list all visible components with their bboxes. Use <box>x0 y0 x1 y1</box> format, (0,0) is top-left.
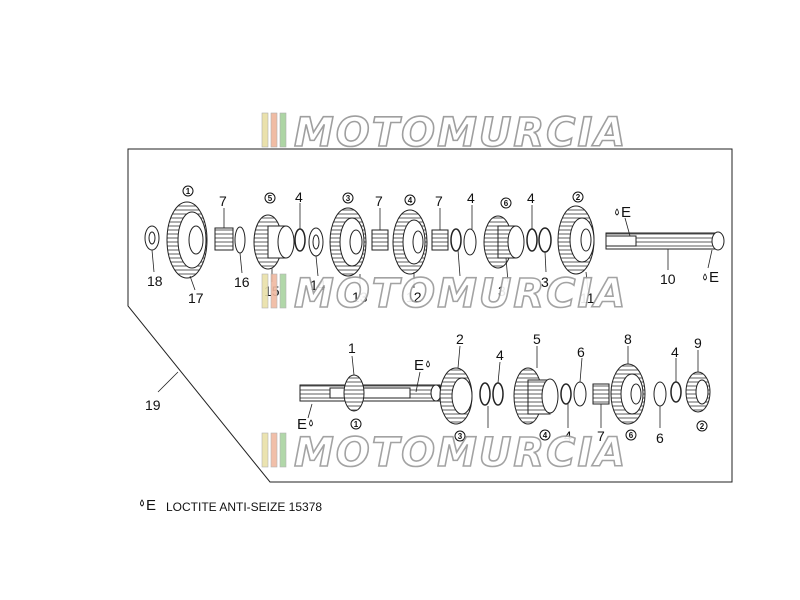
mark-u-4: 4 <box>408 196 413 205</box>
lower-lube-marks: E E <box>297 357 430 433</box>
watermark-bottom: MOTOMURCIA <box>261 429 627 477</box>
drop-icon <box>615 208 619 216</box>
upper-labels: 18 17 16 15 14 13 12 3 3 11 10 7 4 7 7 4… <box>147 189 676 306</box>
upper-gear-marks: 1 5 3 4 6 2 <box>182 185 584 209</box>
needle-bearing-7b <box>371 229 389 251</box>
label-13: 13 <box>352 289 368 305</box>
label-12b: 3 <box>498 283 506 299</box>
lower-labels: 1 2 4 5 6 8 4 9 4 7 6 <box>348 331 702 446</box>
label-6a: 6 <box>577 344 585 360</box>
legend-symbol: E <box>146 497 156 514</box>
lube-mark-u1: E <box>621 204 631 221</box>
needle-bearing-7c <box>431 229 449 251</box>
label-9: 9 <box>694 335 702 351</box>
upper-lube-marks: E E <box>615 204 719 286</box>
gear-9 <box>685 371 711 413</box>
group-outline <box>127 148 733 483</box>
mark-u-5: 5 <box>268 194 273 203</box>
label-7b: 7 <box>375 193 383 209</box>
label-6b: 6 <box>656 430 664 446</box>
label-10: 10 <box>660 271 676 287</box>
label-2: 2 <box>456 331 464 347</box>
shaft-1 <box>299 374 442 412</box>
mark-u-1: 1 <box>186 187 191 196</box>
group-label-19: 19 <box>145 397 161 413</box>
lower-shaft-assembly <box>299 363 711 425</box>
mark-u-2: 2 <box>576 193 581 202</box>
mark-l-4: 4 <box>543 431 548 440</box>
drop-icon <box>703 273 707 281</box>
mark-l-6: 6 <box>629 431 634 440</box>
label-4f: 4 <box>564 428 572 444</box>
mark-l-2: 2 <box>700 422 705 431</box>
washer-upper <box>463 228 477 256</box>
legend-text: LOCTITE ANTI-SEIZE 15378 <box>166 500 322 514</box>
gear-12 <box>392 209 428 275</box>
drop-icon <box>426 360 430 368</box>
label-1: 1 <box>348 340 356 356</box>
label-16: 16 <box>234 274 250 290</box>
gear-5 <box>513 367 559 425</box>
circlip-4b <box>450 228 462 252</box>
circlip-4d <box>479 382 491 406</box>
circlip-4a <box>294 228 306 252</box>
watermark-text: MOTOMURCIA <box>294 430 627 476</box>
needle-bearing-7a <box>214 227 234 251</box>
washer-6b <box>653 381 667 407</box>
watermark-text: MOTOMURCIA <box>294 110 627 156</box>
label-8: 8 <box>624 331 632 347</box>
label-7a: 7 <box>219 193 227 209</box>
shaft-10 <box>605 231 725 251</box>
label-4b: 4 <box>467 190 475 206</box>
gear-17 <box>166 201 208 279</box>
label-4e: 4 <box>671 344 679 360</box>
mark-l-3: 3 <box>458 432 463 441</box>
needle-bearing-7d <box>592 383 610 405</box>
lower-gear-marks: 1 3 4 6 2 <box>350 418 708 442</box>
gear-13 <box>329 207 367 277</box>
washer-6a <box>573 381 587 407</box>
drop-icon <box>309 419 313 427</box>
label-3: 3 <box>541 274 549 290</box>
label-14: 14 <box>310 277 326 293</box>
lube-mark-u2: E <box>709 269 719 286</box>
gear-11 <box>557 205 595 275</box>
gear-15 <box>253 214 295 270</box>
label-7c: 7 <box>435 193 443 209</box>
mark-u-6: 6 <box>504 199 509 208</box>
label-17: 17 <box>188 290 204 306</box>
lube-mark-l1: E <box>414 357 424 374</box>
label-12: 12 <box>406 289 422 305</box>
circlip-4f <box>560 383 572 405</box>
label-5: 5 <box>533 331 541 347</box>
circlip-4c <box>526 228 538 252</box>
circlip-4g <box>670 381 682 403</box>
label-4c: 4 <box>527 190 535 206</box>
legend: E LOCTITE ANTI-SEIZE 15378 <box>140 497 322 514</box>
label-11: 11 <box>580 290 595 306</box>
washer-3 <box>538 227 552 253</box>
gear-sliding-upper <box>483 215 525 269</box>
label-4d: 4 <box>496 347 504 363</box>
bushing-16 <box>234 226 246 254</box>
lube-mark-l2: E <box>297 416 307 433</box>
label-7d: 7 <box>597 428 605 444</box>
watermark-middle: MOTOMURCIA <box>261 270 627 318</box>
watermark-text: MOTOMURCIA <box>294 271 627 317</box>
leader-lines <box>151 203 713 428</box>
drop-icon <box>140 499 144 507</box>
gear-8 <box>610 363 646 425</box>
mark-u-3: 3 <box>346 194 351 203</box>
watermark-top: MOTOMURCIA <box>261 109 627 157</box>
label-4a: 4 <box>295 189 303 205</box>
circlip-4e <box>492 382 504 406</box>
upper-shaft-assembly <box>144 201 725 279</box>
mark-l-1: 1 <box>354 420 359 429</box>
gear-2 <box>439 367 473 425</box>
label-18: 18 <box>147 273 163 289</box>
